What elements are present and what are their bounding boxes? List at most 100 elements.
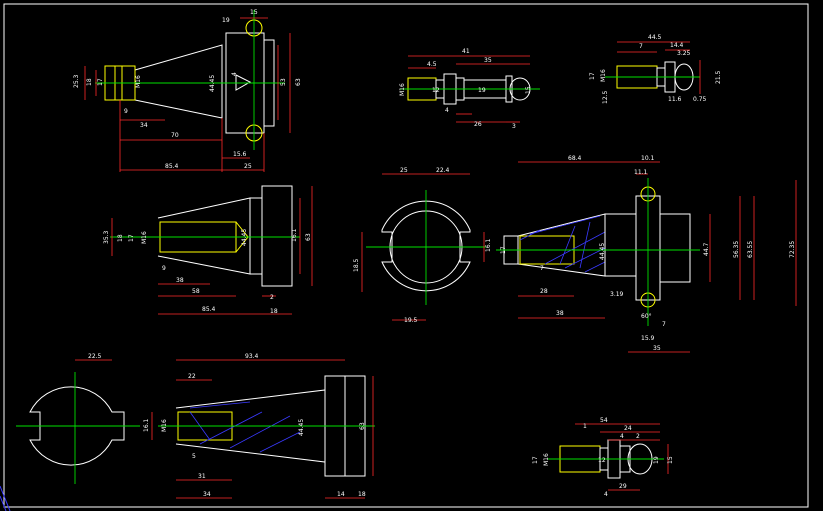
v2-dim-12: 12 [432, 87, 440, 94]
v6-dim-5635: 56.35 [733, 241, 740, 258]
v4-dim-63: 63 [305, 233, 312, 241]
v4-dim-353: 35.3 [103, 230, 110, 244]
v8-dim-4445: 44.45 [298, 419, 305, 436]
v9-dim-12: 12 [598, 457, 606, 464]
v1-dim-19: 19 [222, 17, 230, 24]
view-9-pull-stud: 54 1 24 4 2 17 M16 12 19 15 29 4 [532, 417, 674, 498]
v4-dim-161: 16.1 [291, 228, 298, 242]
v7-dim-161: 16.1 [143, 418, 150, 432]
v1-dim-15: 15 [250, 9, 258, 16]
v5-dim-25: 25 [400, 167, 408, 174]
v3-dim-17: 17 [589, 72, 596, 80]
v9-dim-29: 29 [619, 483, 627, 490]
view-2-pull-stud: 41 4.5 35 M16 12 19 15 4 26 3 [399, 48, 540, 130]
v6-dim-447: 44.7 [703, 242, 710, 256]
v2-dim-35: 35 [484, 57, 492, 64]
v6-dim-35: 35 [653, 345, 661, 352]
v2-dim-3: 3 [512, 123, 516, 130]
v4-dim-58: 58 [192, 288, 200, 295]
v4-dim-9: 9 [162, 265, 166, 272]
v6-dim-28: 28 [540, 288, 548, 295]
v1-dim-34: 34 [140, 122, 148, 129]
v2-dim-45: 4.5 [427, 61, 437, 68]
v2-dim-4: 4 [445, 107, 449, 114]
v4-dim-2: 2 [270, 294, 274, 301]
v6-dim-684: 68.4 [568, 155, 582, 162]
v3-dim-325: 3.25 [677, 50, 691, 57]
v6-dim-7: 7 [540, 265, 544, 272]
v6-dim-6355: 63.55 [747, 241, 754, 258]
v6-dim-60: 60° [641, 313, 652, 320]
v4-dim-18: 18 [117, 234, 124, 242]
v9-dim-4: 4 [620, 433, 624, 440]
v3-dim-115: 11.6 [668, 96, 682, 103]
v9-dim-2: 2 [636, 433, 640, 440]
v5-dim-161: 16.1 [485, 238, 492, 252]
v3-dim-144: 14.4 [670, 42, 684, 49]
v1-dim-4445: 44.45 [209, 75, 216, 92]
v4-dim-18b: 18 [270, 308, 278, 315]
view-3-stud: 44.5 7 14.4 3.25 17 M16 12.5 21.5 11.6 0… [589, 34, 722, 104]
v3-dim-445: 44.5 [648, 34, 662, 41]
v1-dim-m16: M16 [135, 75, 142, 88]
v8-dim-5: 5 [192, 453, 196, 460]
v3-dim-m16: M16 [600, 69, 607, 82]
v1-dim-854: 85.4 [165, 163, 179, 170]
v1-dim-53: 53 [280, 78, 287, 86]
view-4-holder: 35.3 18 17 M16 44.45 16.1 63 9 38 58 85.… [103, 185, 313, 315]
v3-dim-7: 7 [639, 43, 643, 50]
v8-dim-34: 34 [203, 491, 211, 498]
v6-dim-7b: 7 [662, 321, 666, 328]
view-7-end-view: 22.5 16.1 [16, 353, 153, 484]
v1-dim-156: 15.6 [233, 151, 247, 158]
v1-dim-63: 63 [295, 78, 302, 86]
v1-dim-70: 70 [171, 132, 179, 139]
v1-dim-4: 4 [231, 72, 238, 76]
v1-dim-25: 25 [244, 163, 252, 170]
v3-dim-125: 12.5 [602, 90, 609, 104]
v2-dim-41: 41 [462, 48, 470, 55]
v5-dim-224: 22.4 [436, 167, 450, 174]
v4-dim-17: 17 [128, 234, 135, 242]
v6-dim-101: 10.1 [641, 155, 655, 162]
v3-dim-075: 0.75 [693, 96, 707, 103]
v4-dim-4445: 44.45 [241, 229, 248, 246]
v8-dim-14: 14 [337, 491, 345, 498]
drawing-border [3, 3, 809, 508]
v9-dim-1: 1 [583, 423, 587, 430]
v6-dim-17: 17 [500, 246, 507, 254]
v1-dim-9: 9 [124, 108, 128, 115]
v8-dim-22: 22 [188, 373, 196, 380]
v3-dim-215: 21.5 [715, 70, 722, 84]
v7-dim-225: 22.5 [88, 353, 102, 360]
v5-dim-195: 19.5 [404, 317, 418, 324]
v8-dim-31: 31 [198, 473, 206, 480]
view-5-end-view: 25 22.4 18.5 16.1 19.5 [353, 167, 492, 324]
view-8-section: 93.4 22 M16 44.45 63 5 31 34 14 18 [158, 353, 375, 499]
v2-dim-26: 26 [474, 121, 482, 128]
v6-dim-4445: 44.45 [599, 243, 606, 260]
v8-dim-m16: M16 [161, 419, 168, 432]
v6-dim-7235: 72.35 [789, 241, 796, 258]
v9-dim-19: 19 [653, 456, 660, 464]
view-1-holder: 15 19 25.3 18 17 M16 44.45 53 63 9 34 70… [73, 9, 302, 172]
v2-dim-m16: M16 [399, 83, 406, 96]
v9-dim-17: 17 [532, 456, 539, 464]
v4-dim-38: 38 [176, 277, 184, 284]
v8-dim-18: 18 [358, 491, 366, 498]
v4-dim-m16: M16 [141, 231, 148, 244]
v1-dim-253: 25.3 [73, 74, 80, 88]
v2-dim-19: 19 [478, 87, 486, 94]
v8-dim-934: 93.4 [245, 353, 259, 360]
v6-dim-111: 11.1 [634, 169, 648, 176]
v9-dim-m16: M16 [543, 453, 550, 466]
v4-dim-854: 85.4 [202, 306, 216, 313]
v2-dim-15: 15 [525, 86, 532, 94]
v9-dim-24: 24 [624, 425, 632, 432]
v1-dim-17: 17 [97, 78, 104, 86]
view-6-section-holder: 68.4 10.1 11.1 17 7 44.45 44.7 56.35 63.… [496, 155, 797, 353]
v1-dim-18: 18 [86, 78, 93, 86]
ucs-icon [0, 485, 11, 511]
v6-dim-38: 38 [556, 310, 564, 317]
